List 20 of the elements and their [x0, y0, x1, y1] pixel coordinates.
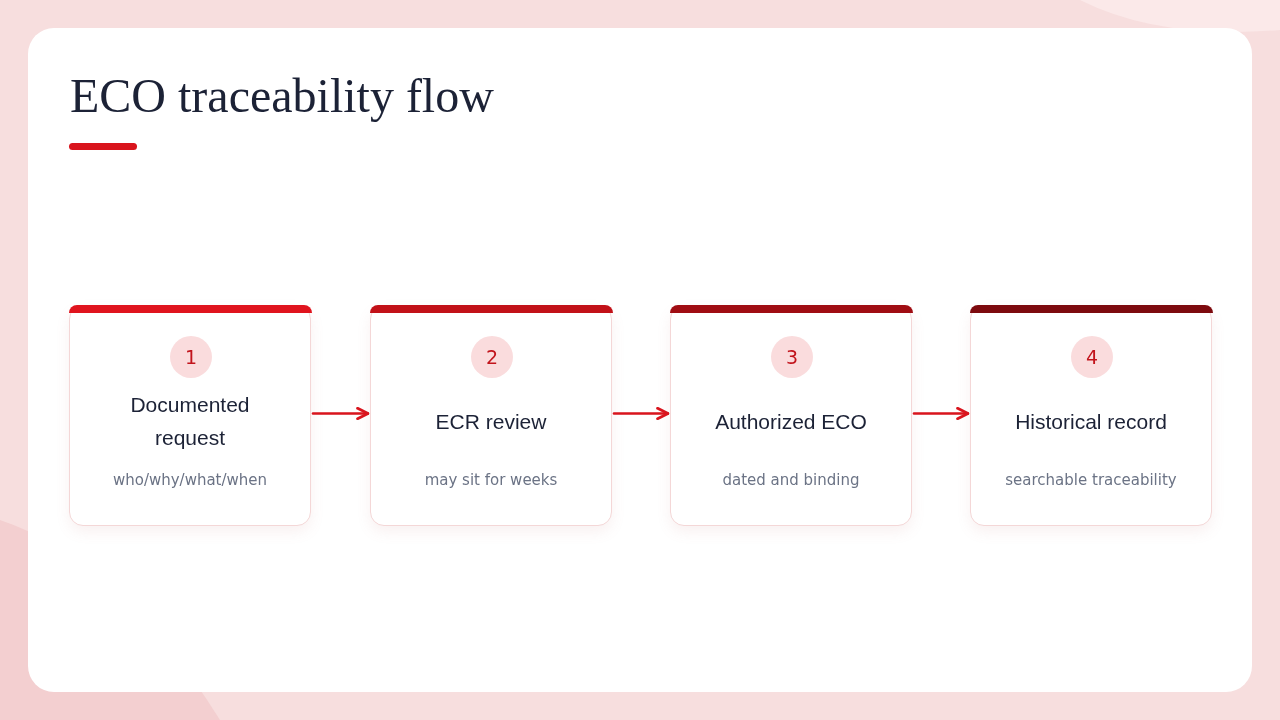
step-title: Authorized ECO [715, 408, 867, 435]
step-description: may sit for weeks [423, 471, 559, 489]
step-card [670, 305, 912, 526]
step-number: 2 [471, 336, 513, 378]
step-card [69, 305, 311, 526]
step-title: ECR review [435, 408, 547, 435]
step-card [370, 305, 612, 526]
step-card [970, 305, 1212, 526]
step-number: 4 [1071, 336, 1113, 378]
step-title: Documented request [129, 392, 251, 451]
step-description: searchable traceability [1004, 471, 1178, 489]
step-number: 1 [170, 336, 212, 378]
arrow [612, 406, 670, 421]
step-number: 3 [771, 336, 813, 378]
arrow [912, 406, 970, 421]
step-description: who/why/what/when [111, 471, 269, 489]
diagram-title: ECO traceability flow [70, 68, 494, 123]
step-title: Historical record [1015, 408, 1167, 435]
arrow [311, 406, 370, 421]
step-description: dated and binding [721, 471, 861, 489]
